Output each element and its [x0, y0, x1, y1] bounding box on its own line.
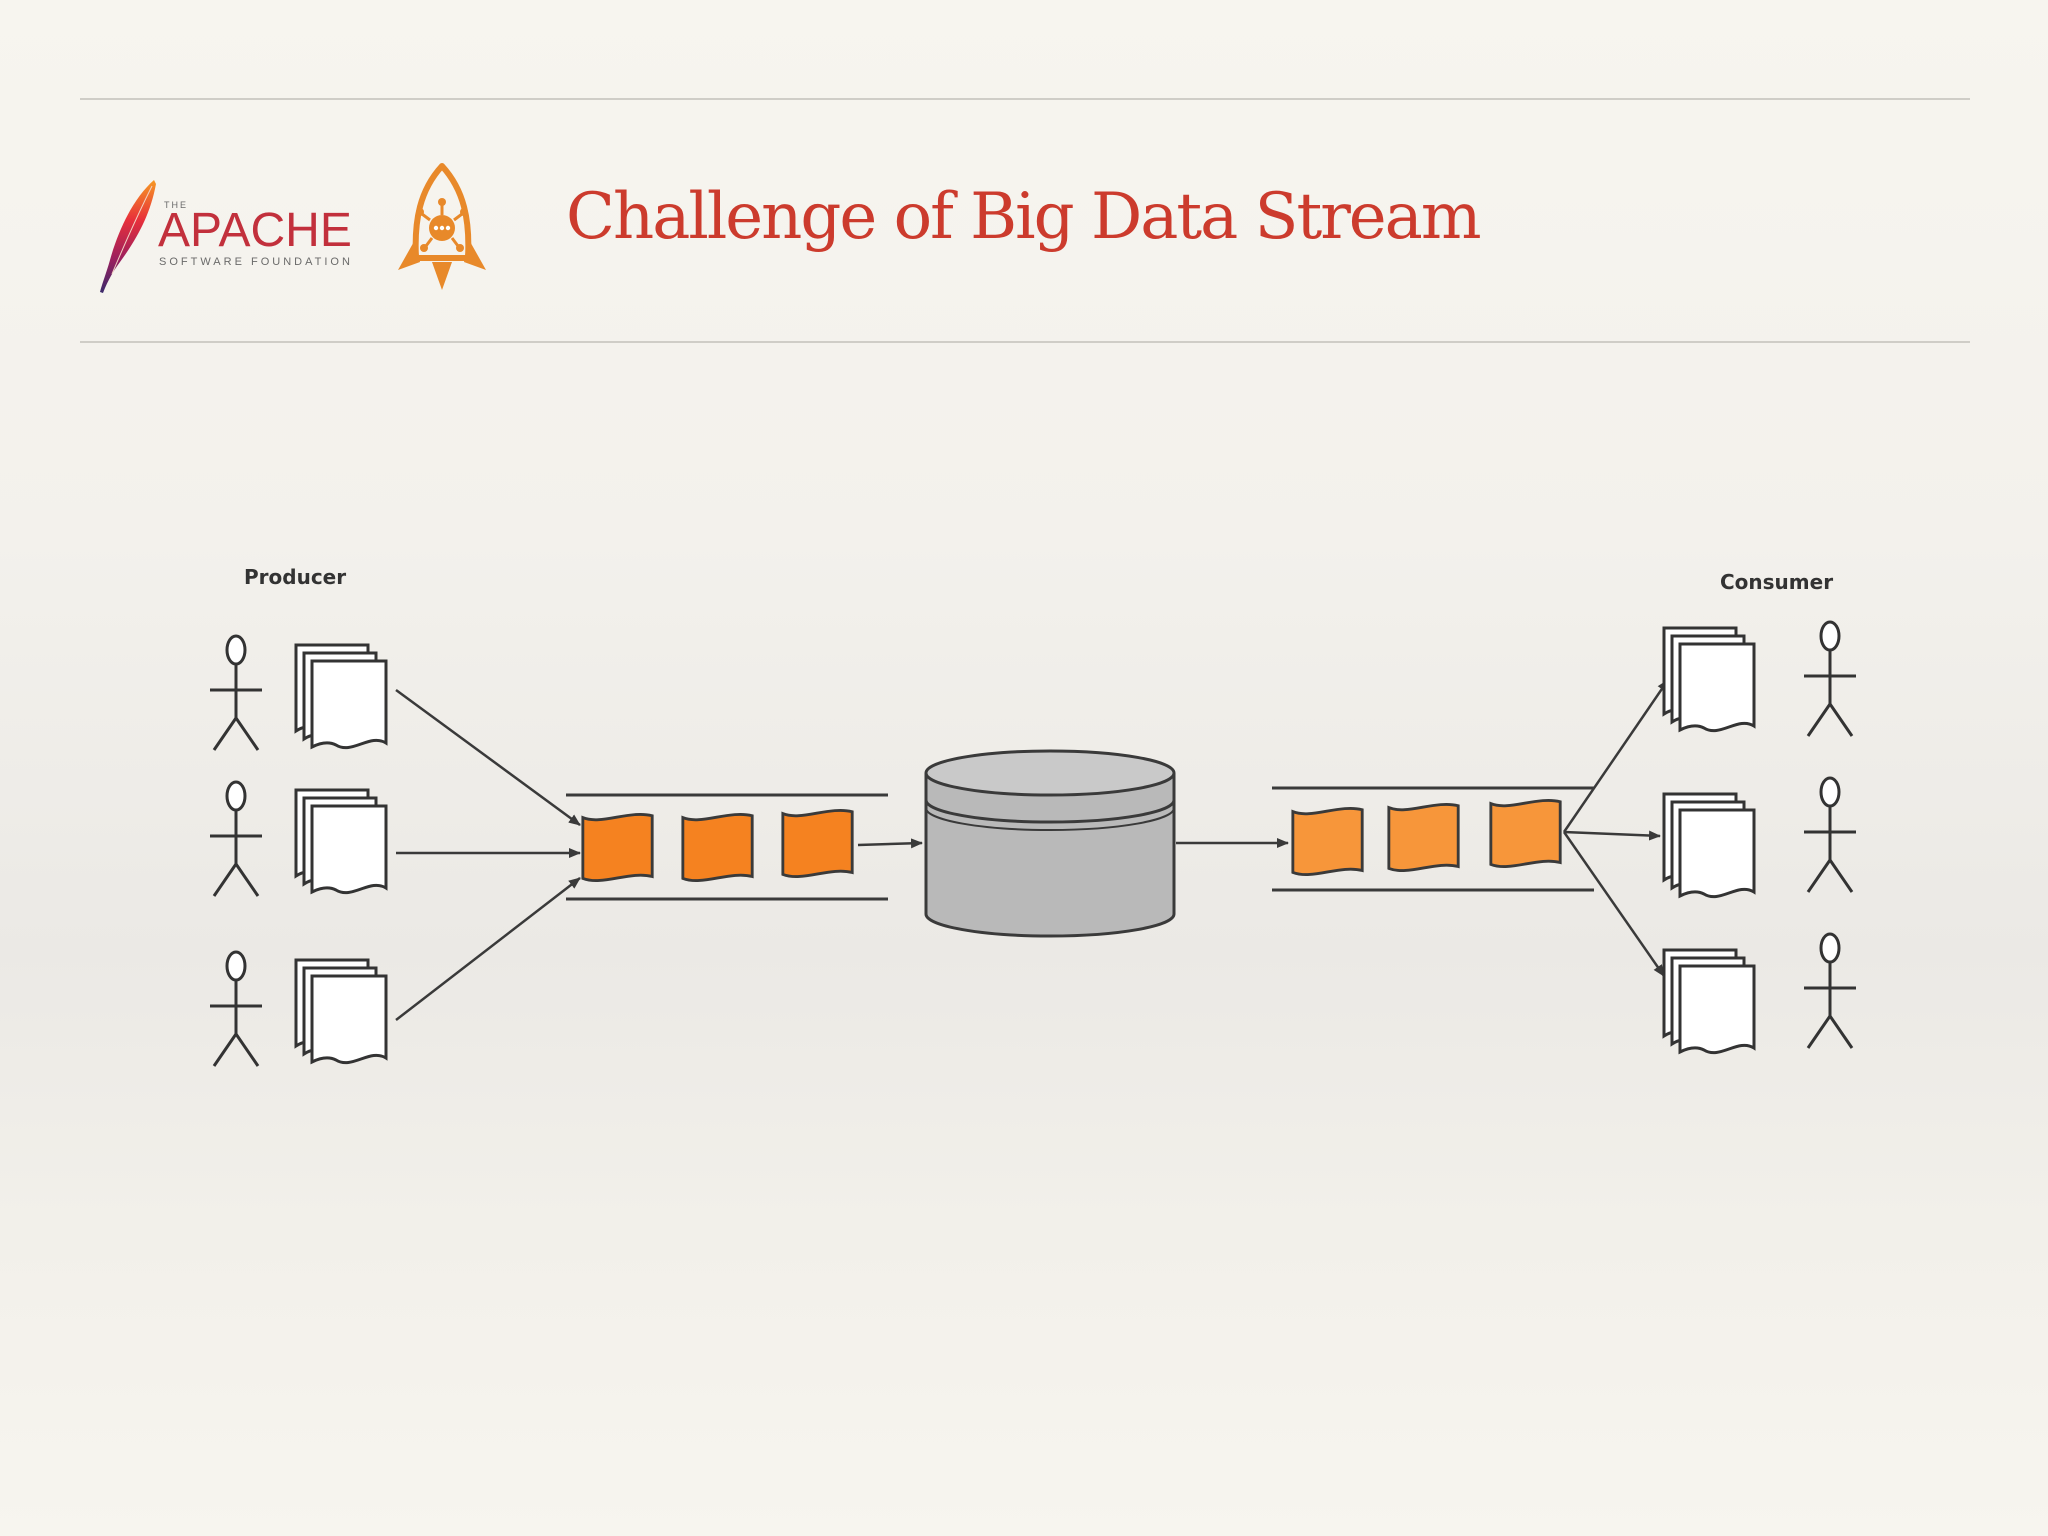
documents-icon: [1662, 948, 1756, 1055]
consumer-2: [1662, 776, 1858, 899]
documents-icon: [1662, 626, 1756, 733]
documents-icon: [1662, 792, 1756, 899]
documents-icon: [294, 958, 388, 1065]
arrow-consumer-1: [1562, 679, 1670, 833]
apache-the-label: THE: [164, 200, 188, 210]
arrow-consumer-3: [1562, 831, 1666, 977]
documents-icon: [294, 643, 388, 750]
message-icon: [681, 812, 754, 883]
person-icon: [208, 950, 264, 1068]
person-icon: [1802, 776, 1858, 894]
apache-logo-text: APACHE: [158, 204, 352, 257]
person-icon: [208, 780, 264, 898]
message-icon: [1291, 806, 1364, 877]
slide-title: Challenge of Big Data Stream: [566, 180, 1481, 254]
message-icon: [781, 808, 854, 879]
arrow-producer-1: [395, 688, 581, 827]
person-icon: [1802, 620, 1858, 738]
rocket-icon: [398, 163, 486, 290]
message-icon: [1387, 802, 1460, 873]
arrow-to-storage: [857, 838, 923, 849]
storage-cylinder-icon: [924, 749, 1176, 938]
producer-label: Producer: [244, 565, 346, 589]
person-icon: [1802, 932, 1858, 1050]
apache-feather-icon: [100, 180, 156, 293]
consumer-1: [1662, 620, 1858, 738]
inbound-queue: [566, 793, 888, 901]
consumer-label: Consumer: [1720, 570, 1833, 594]
outbound-queue: [1272, 786, 1594, 892]
producer-2: [208, 780, 388, 898]
producer-3: [208, 950, 388, 1068]
top-rule: [80, 98, 1970, 100]
arrow-producer-3: [395, 877, 581, 1021]
arrow-consumer-2: [1563, 830, 1661, 841]
documents-icon: [294, 788, 388, 895]
consumer-3: [1662, 932, 1858, 1055]
message-icon: [581, 812, 654, 883]
producer-1: [208, 634, 388, 752]
message-icon: [1489, 798, 1562, 869]
apache-subtitle-text: SOFTWARE FOUNDATION: [159, 256, 353, 268]
bottom-rule: [80, 341, 1970, 343]
person-icon: [208, 634, 264, 752]
